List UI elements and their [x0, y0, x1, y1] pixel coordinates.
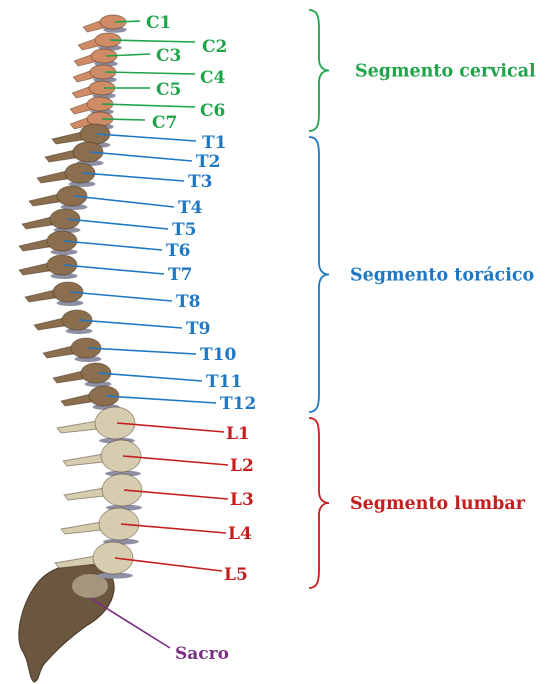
cervical-vertebra-label: C7 [152, 113, 177, 133]
thoracic-vertebra-label: T3 [188, 172, 212, 192]
cervical-vertebra-label: C6 [200, 101, 225, 121]
thoracic-vertebra-label: T6 [166, 241, 190, 261]
thoracic-vertebra-label: T4 [178, 198, 203, 218]
lumbar-vertebra-label: L2 [230, 456, 254, 476]
lumbar-segment-brace [309, 418, 329, 588]
thoracic-segment-brace [309, 137, 329, 412]
cervical-segment-label: Segmento cervical [355, 62, 536, 82]
sacrum-label: Sacro [175, 644, 229, 664]
lumbar-vertebra-label: L5 [224, 565, 248, 585]
thoracic-vertebra-leader-line [88, 348, 196, 354]
thoracic-vertebra-label: T7 [168, 265, 192, 285]
cervical-vertebra-label: C3 [156, 46, 181, 66]
thoracic-vertebra-leader-line [67, 219, 168, 229]
thoracic-vertebra-leader-line [97, 134, 196, 141]
lumbar-segment-label: Segmento lumbar [350, 494, 526, 514]
lumbar-vertebra-label: L1 [226, 424, 250, 444]
lumbar-vertebra-label: L3 [230, 490, 254, 510]
thoracic-vertebra-label: T10 [200, 345, 236, 365]
thoracic-vertebra-label: T2 [196, 152, 220, 172]
cervical-vertebra-label: C4 [200, 68, 226, 88]
thoracic-vertebra-label: T8 [176, 292, 200, 312]
cervical-vertebra-label: C1 [146, 13, 171, 33]
spine-illustration [19, 15, 142, 682]
cervical-vertebra-leader-line [102, 119, 145, 120]
thoracic-vertebra-leader-line [106, 396, 216, 403]
thoracic-vertebra-label: T5 [172, 220, 196, 240]
cervical-vertebra-label: C5 [156, 80, 181, 100]
cervical-vertebra-label: C2 [202, 37, 227, 57]
sacrum-leader-line [90, 598, 170, 648]
cervical-segment-brace [309, 10, 329, 131]
thoracic-vertebra-leader-line [82, 173, 184, 181]
thoracic-segment-label: Segmento torácico [350, 266, 534, 286]
thoracic-vertebra-label: T11 [206, 372, 242, 392]
thoracic-vertebra-label: T9 [186, 319, 210, 339]
thoracic-vertebra-leader-line [64, 265, 164, 274]
cervical-vertebra-leader-line [102, 104, 195, 107]
cervical-vertebra-leader-line [115, 21, 140, 22]
thoracic-vertebra-leader-line [79, 320, 182, 328]
thoracic-vertebra-label: T1 [202, 133, 226, 153]
thoracic-vertebra-leader-line [70, 292, 172, 301]
thoracic-vertebra-leader-line [90, 152, 192, 161]
lumbar-vertebra-label: L4 [228, 524, 252, 544]
thoracic-vertebra-label: T12 [220, 394, 256, 414]
thoracic-vertebra-leader-line [98, 373, 202, 381]
cervical-vertebra-leader-line [105, 72, 195, 74]
cervical-vertebra-leader-line [110, 40, 195, 42]
thoracic-vertebra-leader-line [74, 196, 174, 207]
thoracic-vertebra-leader-line [64, 241, 162, 250]
